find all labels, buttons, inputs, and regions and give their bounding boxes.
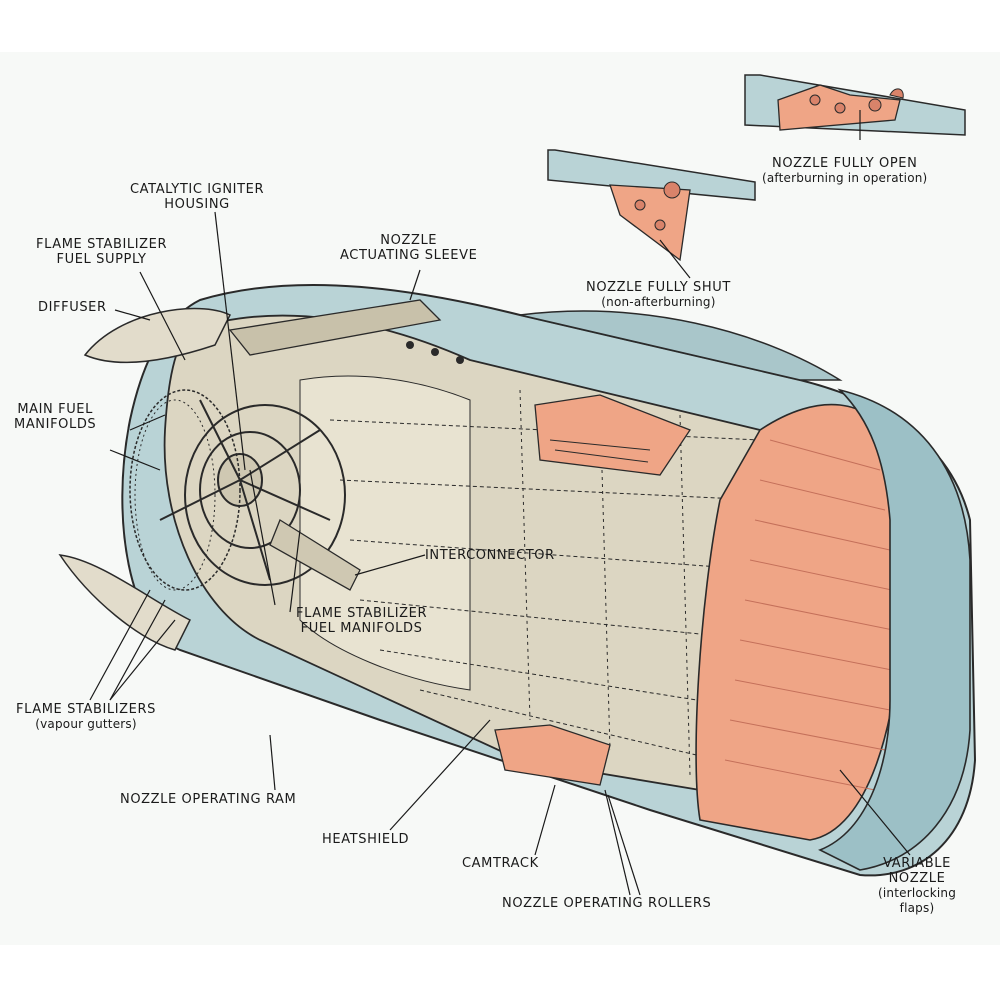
label-nozzle-operating-rollers: NOZZLE OPERATING ROLLERS (502, 896, 712, 911)
variable-nozzle-flaps (695, 388, 971, 871)
label-camtrack: CAMTRACK (462, 856, 539, 871)
label-nozzle-fully-open: NOZZLE FULLY OPEN(afterburning in operat… (762, 156, 928, 185)
nozzle-open-inset (744, 74, 966, 136)
label-nozzle-fully-shut: NOZZLE FULLY SHUT(non-afterburning) (586, 280, 731, 309)
actuating-sleeve-piping (228, 299, 464, 364)
label-flame-stabilizers: FLAME STABILIZERS(vapour gutters) (16, 702, 156, 731)
label-diffuser: DIFFUSER (38, 300, 107, 315)
flame-stabilizer-rings (129, 389, 361, 591)
camtrack-assemblies (494, 394, 691, 786)
leader-lines (89, 110, 911, 896)
diffuser-cone (58, 307, 232, 651)
label-nozzle-operating-ram: NOZZLE OPERATING RAM (120, 792, 297, 807)
label-heatshield: HEATSHIELD (322, 832, 410, 847)
label-interconnector: INTERCONNECTOR (425, 548, 555, 563)
nozzle-shut-inset (547, 149, 756, 262)
